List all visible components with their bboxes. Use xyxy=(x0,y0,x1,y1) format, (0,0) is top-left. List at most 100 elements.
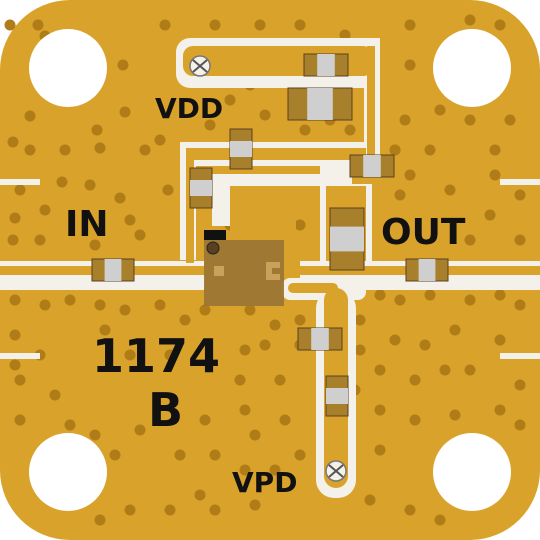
via-icon xyxy=(162,184,174,196)
via-icon xyxy=(299,124,311,136)
via-icon xyxy=(39,204,51,216)
via-icon xyxy=(294,219,306,231)
via-icon xyxy=(124,349,136,361)
via-icon xyxy=(424,289,436,301)
via-icon xyxy=(249,429,261,441)
capacitor-vdd-large xyxy=(287,87,353,121)
via-icon xyxy=(354,344,366,356)
capacitor-vdd-right xyxy=(349,154,395,178)
via-icon xyxy=(209,19,221,31)
component-band xyxy=(104,259,122,281)
mounting-hole-icon xyxy=(433,29,511,107)
via-icon xyxy=(249,499,261,511)
via-icon xyxy=(154,134,166,146)
via-icon xyxy=(404,504,416,516)
via-icon xyxy=(91,124,103,136)
via-icon xyxy=(194,489,206,501)
component-band xyxy=(317,54,335,76)
via-icon xyxy=(56,176,68,188)
via-icon xyxy=(464,114,476,126)
via-icon xyxy=(154,299,166,311)
via-icon xyxy=(374,289,386,301)
via-icon xyxy=(364,494,376,506)
via-icon xyxy=(39,299,51,311)
via-icon xyxy=(494,19,506,31)
capacitor-dc-block-in xyxy=(91,258,135,282)
via-icon xyxy=(24,144,36,156)
component-band xyxy=(330,226,364,252)
via-icon xyxy=(209,449,221,461)
ic-rf-pad-in xyxy=(214,266,224,276)
via-icon xyxy=(424,144,436,156)
via-icon xyxy=(374,444,386,456)
via-icon xyxy=(504,114,516,126)
via-icon xyxy=(344,124,356,136)
via-icon xyxy=(32,19,44,31)
via-icon xyxy=(294,449,306,461)
via-icon xyxy=(9,294,21,306)
via-icon xyxy=(404,59,416,71)
via-icon xyxy=(164,349,176,361)
via-icon xyxy=(24,110,36,122)
via-icon xyxy=(179,314,191,326)
via-icon xyxy=(279,414,291,426)
via-icon xyxy=(119,304,131,316)
component-layer xyxy=(91,53,449,417)
via-icon xyxy=(514,299,526,311)
capacitor-vdd-top xyxy=(303,53,349,77)
via-icon xyxy=(199,304,211,316)
via-icon xyxy=(239,344,251,356)
via-icon xyxy=(159,19,171,31)
capacitor-vpd-bottom xyxy=(325,375,349,417)
via-icon xyxy=(109,449,121,461)
via-icon xyxy=(404,19,416,31)
via-icon xyxy=(84,179,96,191)
via-icon xyxy=(9,329,21,341)
via-icon xyxy=(7,234,19,246)
via-icon xyxy=(34,234,46,246)
via-icon xyxy=(117,59,129,71)
component-band xyxy=(363,155,381,177)
label-out: OUT xyxy=(381,212,466,253)
via-icon xyxy=(94,299,106,311)
via-icon xyxy=(274,374,286,386)
edge-slots xyxy=(0,179,540,359)
pin1-marker xyxy=(204,230,226,240)
via-icon xyxy=(399,114,411,126)
via-icon xyxy=(9,212,21,224)
via-icon xyxy=(224,94,236,106)
label-in: IN xyxy=(65,204,109,245)
via-icon xyxy=(14,374,26,386)
component-band xyxy=(418,259,436,281)
ic-rf-pad-out xyxy=(266,262,280,280)
via-icon xyxy=(89,429,101,441)
rf-line-ground-gap-left xyxy=(0,280,205,290)
pin1-dot-icon xyxy=(206,241,220,255)
via-icon xyxy=(484,209,496,221)
via-icon xyxy=(199,414,211,426)
mounting-hole-icon xyxy=(433,433,511,511)
via-icon xyxy=(294,19,306,31)
via-icon xyxy=(434,514,446,526)
label-vpd: VPD xyxy=(232,466,297,499)
via-icon xyxy=(204,119,216,131)
via-icon xyxy=(134,229,146,241)
via-icon xyxy=(449,409,461,421)
via-icon xyxy=(269,464,281,476)
via-icon xyxy=(464,14,476,26)
label-vdd: VDD xyxy=(155,92,223,125)
component-band xyxy=(307,88,333,120)
component-band xyxy=(311,328,329,350)
vdd-test-point xyxy=(189,55,211,77)
via-icon xyxy=(164,504,176,516)
component-band xyxy=(326,388,348,404)
via-icon xyxy=(489,144,501,156)
via-icon xyxy=(7,136,19,148)
via-icon xyxy=(269,319,281,331)
via-icon xyxy=(59,144,71,156)
via-icon xyxy=(494,404,506,416)
via-icon xyxy=(514,419,526,431)
via-icon xyxy=(254,19,266,31)
via-icon xyxy=(64,294,76,306)
